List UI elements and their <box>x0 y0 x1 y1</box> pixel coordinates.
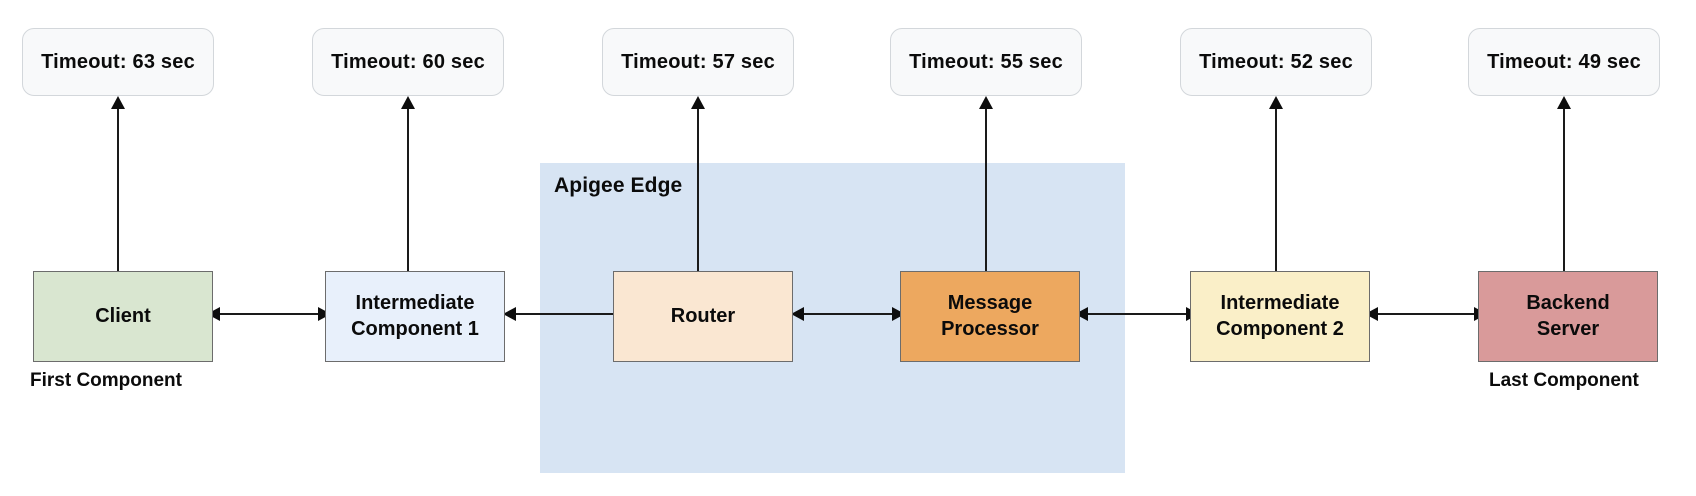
timeout-box-router: Timeout: 57 sec <box>602 28 794 96</box>
component-label-intermediate-2: Intermediate Component 2 <box>1216 291 1344 340</box>
component-box-message-processor[interactable]: Message Processor <box>900 271 1080 362</box>
timeout-box-intermediate-2: Timeout: 52 sec <box>1180 28 1372 96</box>
timeout-label-router: Timeout: 57 sec <box>621 50 775 73</box>
timeout-box-backend-server: Timeout: 49 sec <box>1468 28 1660 96</box>
component-box-router[interactable]: Router <box>613 271 793 362</box>
component-box-backend-server[interactable]: Backend Server <box>1478 271 1658 362</box>
connector-arrowhead-router-message-processor-left <box>791 307 804 321</box>
connector-arrowhead-backend-server-timeout <box>1557 96 1571 109</box>
timeout-label-message-processor: Timeout: 55 sec <box>909 50 1063 73</box>
connector-arrowhead-client-timeout <box>111 96 125 109</box>
connector-line-router-message-processor <box>800 313 898 315</box>
connector-line-client-timeout <box>117 103 119 271</box>
component-box-intermediate-2[interactable]: Intermediate Component 2 <box>1190 271 1370 362</box>
component-label-client: Client <box>95 304 151 327</box>
connector-line-message-processor-timeout <box>985 103 987 271</box>
timeout-label-intermediate-1: Timeout: 60 sec <box>331 50 485 73</box>
apigee-edge-group-label: Apigee Edge <box>554 174 683 197</box>
connector-line-backend-server-timeout <box>1563 103 1565 271</box>
timeout-box-message-processor: Timeout: 55 sec <box>890 28 1082 96</box>
timeout-box-intermediate-1: Timeout: 60 sec <box>312 28 504 96</box>
timeout-box-client: Timeout: 63 sec <box>22 28 214 96</box>
component-label-intermediate-1: Intermediate Component 1 <box>351 291 479 340</box>
component-label-message-processor: Message Processor <box>941 291 1039 340</box>
timeout-label-backend-server: Timeout: 49 sec <box>1487 50 1641 73</box>
connector-line-intermediate-1-router <box>512 313 620 315</box>
caption-last-component: Last Component <box>1489 370 1639 391</box>
component-label-router: Router <box>670 304 736 327</box>
component-box-intermediate-1[interactable]: Intermediate Component 1 <box>325 271 505 362</box>
connector-line-intermediate-2-backend-server <box>1374 313 1480 315</box>
connector-arrowhead-intermediate-1-router-left <box>503 307 516 321</box>
component-box-client[interactable]: Client <box>33 271 213 362</box>
connector-line-intermediate-2-timeout <box>1275 103 1277 271</box>
connector-line-message-processor-intermediate-2 <box>1084 313 1192 315</box>
caption-first-component: First Component <box>30 370 182 391</box>
connector-arrowhead-intermediate-1-timeout <box>401 96 415 109</box>
connector-arrowhead-intermediate-2-timeout <box>1269 96 1283 109</box>
timeout-label-client: Timeout: 63 sec <box>41 50 195 73</box>
connector-line-client-intermediate-1 <box>216 313 324 315</box>
connector-line-router-timeout <box>697 103 699 271</box>
connector-line-intermediate-1-timeout <box>407 103 409 271</box>
connector-arrowhead-message-processor-timeout <box>979 96 993 109</box>
connector-arrowhead-router-timeout <box>691 96 705 109</box>
timeout-label-intermediate-2: Timeout: 52 sec <box>1199 50 1353 73</box>
component-label-backend-server: Backend Server <box>1526 291 1610 340</box>
